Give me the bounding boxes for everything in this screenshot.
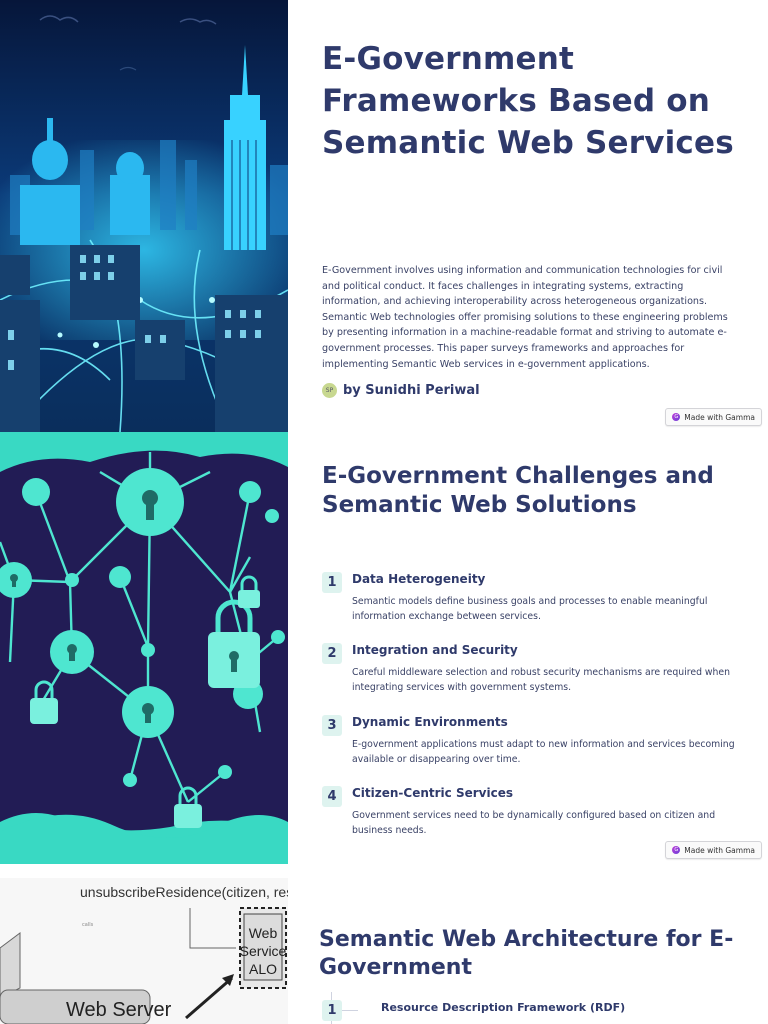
section-title: E-Government Challenges and Semantic Web… [322,463,714,518]
badge-label: Made with Gamma [684,845,755,855]
gamma-logo-icon: G [672,413,681,421]
slide-challenges: E-Government Challenges and Semantic Web… [0,432,768,864]
item-title: Data Heterogeneity [352,572,486,586]
item-description: Government services need to be dynamical… [352,810,716,836]
architecture-title-block: Semantic Web Architecture for E-Governme… [319,926,738,982]
architecture-diagram-image: unsubscribeResidence(citizen, residence … [0,878,288,1024]
item-number: 3 [322,715,342,736]
gamma-logo-icon: G [672,846,681,854]
slide-title: E-Government Frameworks Based on Semanti… [0,0,768,432]
item-description: Careful middleware selection and robust … [352,667,731,693]
item-title: Dynamic Environments [352,715,508,729]
author-name: by Sunidhi Periwal [343,383,480,398]
diagram-box-label-1: Web [249,925,278,941]
architecture-diagram-icon: unsubscribeResidence(citizen, residence … [0,878,288,1024]
diagram-box-label-3: ALO [249,961,277,977]
item-title: Citizen-Centric Services [352,786,513,800]
network-locks-image [0,432,288,864]
city-skyline-icon [0,0,288,432]
intro-paragraph: E-Government involves using information … [322,265,728,370]
intro-block: E-Government involves using information … [322,263,738,372]
diagram-server-label: Web Server [66,999,172,1021]
slide-architecture: unsubscribeResidence(citizen, residence … [0,864,768,1024]
city-skyline-image [0,0,288,432]
diagram-box-label-2: Service [240,943,287,959]
item-number: 2 [322,643,342,664]
title-block: E-Government Frameworks Based on Semanti… [322,38,738,164]
author-row: SP by Sunidhi Periwal [322,383,738,398]
diagram-top-label: unsubscribeResidence(citizen, residence [80,884,288,900]
network-locks-icon [0,432,288,864]
section-title: Semantic Web Architecture for E-Governme… [319,927,734,980]
made-with-gamma-badge[interactable]: G Made with Gamma [665,841,762,859]
badge-label: Made with Gamma [684,412,755,422]
challenges-title-block: E-Government Challenges and Semantic Web… [322,462,738,520]
item-title: Resource Description Framework (RDF) [381,1001,626,1014]
item-description: E-government applications must adapt to … [352,739,735,765]
svg-text:calls: calls [82,922,94,928]
item-title: Integration and Security [352,643,518,657]
item-number: 4 [322,786,342,807]
item-description: Semantic models define business goals an… [352,596,708,622]
connector-line [342,1010,358,1011]
page-title: E-Government Frameworks Based on Semanti… [322,41,734,161]
item-number: 1 [322,572,342,593]
avatar: SP [322,383,337,398]
item-number: 1 [322,1000,342,1021]
made-with-gamma-badge[interactable]: G Made with Gamma [665,408,762,426]
